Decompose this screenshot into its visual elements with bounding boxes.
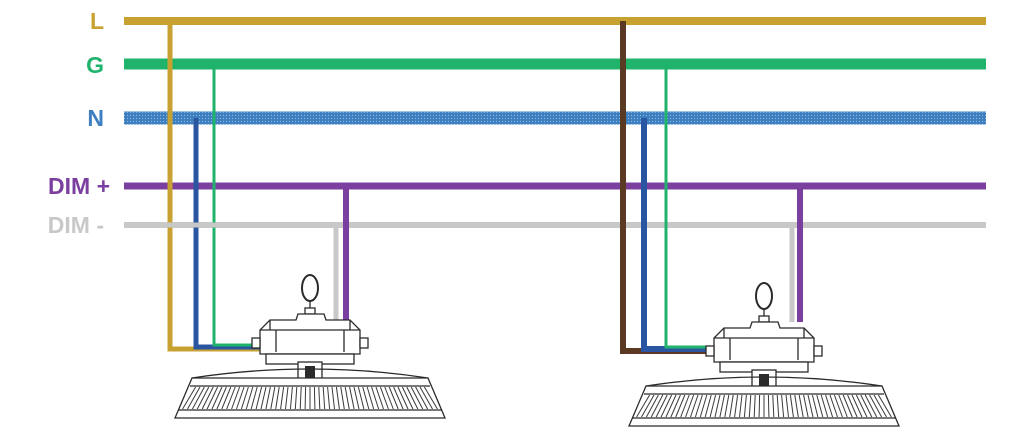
dim-plus-label: DIM + — [48, 173, 110, 199]
n-drop-fixture-2 — [641, 118, 712, 352]
l-label: L — [90, 8, 104, 34]
g-drop-fixture-1 — [212, 64, 268, 347]
dim-minus-drop-fixture-1 — [124, 222, 339, 322]
highbay-light-icon — [628, 282, 900, 427]
g-label: G — [86, 52, 104, 78]
dim-minus-label: DIM - — [48, 212, 104, 238]
g-drop-fixture-2 — [664, 64, 712, 349]
n-drop-fixture-1 — [193, 118, 268, 350]
n-label: N — [87, 105, 104, 131]
